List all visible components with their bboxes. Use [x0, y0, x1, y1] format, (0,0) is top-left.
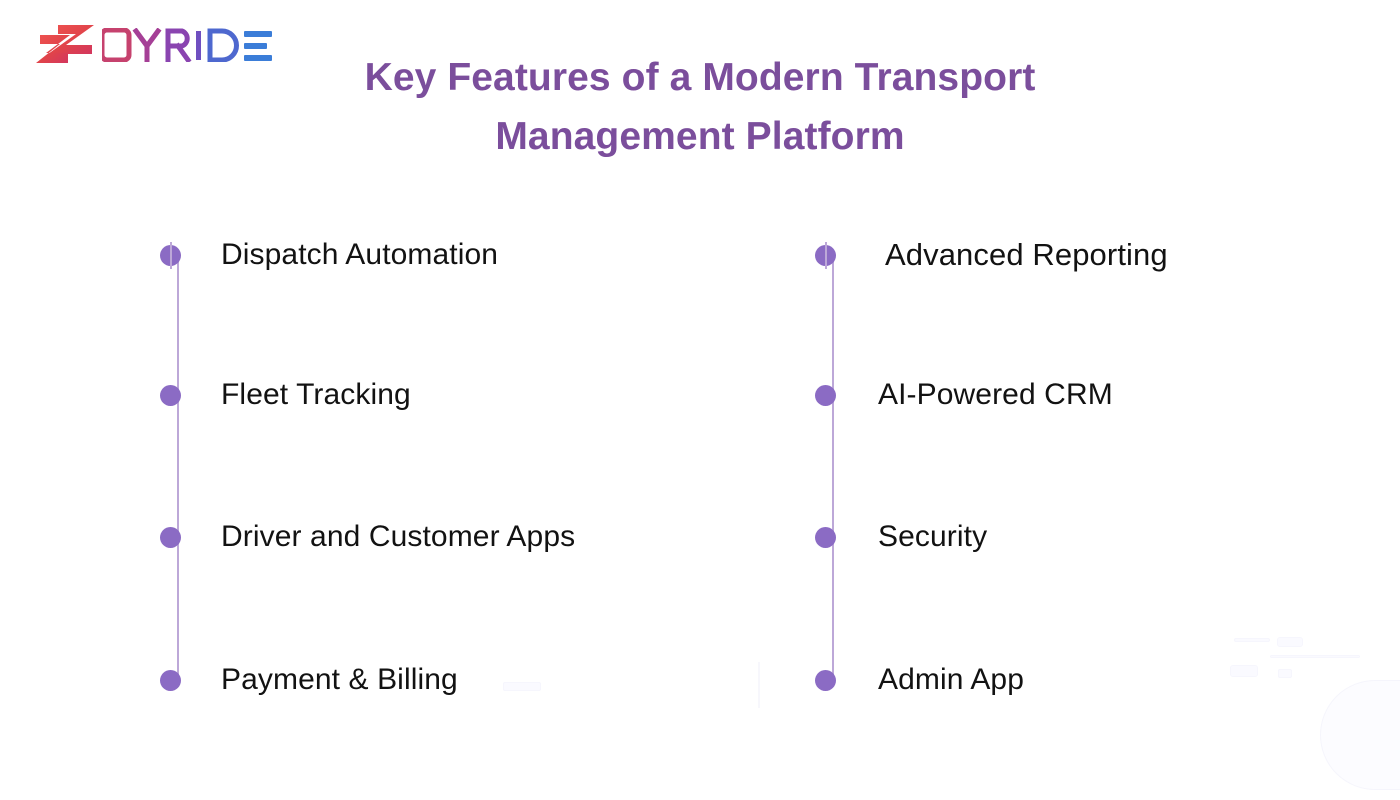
brand-wordmark-letters	[102, 28, 272, 62]
decor-rect-c	[1278, 669, 1292, 678]
bullet-dot-icon	[815, 241, 836, 269]
feature-item-dispatch-automation[interactable]: Dispatch Automation	[160, 235, 498, 275]
feature-item-label: Admin App	[878, 663, 1024, 696]
decor-rect-f	[1234, 638, 1270, 642]
brand-wordmark	[102, 28, 272, 62]
timeline-track-right	[832, 255, 834, 685]
feature-item-admin-app[interactable]: Admin App	[815, 660, 1024, 700]
bullet-dot-icon	[160, 384, 181, 406]
page-title: Key Features of a Modern Transport Manag…	[330, 48, 1070, 167]
page-title-line-1: Key Features of a Modern Transport	[364, 56, 1036, 99]
decor-rect-e	[503, 682, 541, 691]
bullet-dot-icon	[160, 241, 181, 269]
feature-item-label: Security	[878, 520, 988, 553]
feature-item-label: Dispatch Automation	[221, 238, 499, 271]
bullet-dot-icon	[815, 669, 836, 691]
feature-item-label: Driver and Customer Apps	[221, 520, 576, 553]
feature-item-fleet-tracking[interactable]: Fleet Tracking	[160, 375, 411, 415]
bullet-dot-icon	[160, 526, 181, 548]
feature-item-ai-powered-crm[interactable]: AI-Powered CRM	[815, 375, 1113, 415]
feature-item-label: Fleet Tracking	[221, 378, 411, 411]
brand-logo[interactable]	[36, 20, 272, 70]
feature-item-payment-and-billing[interactable]: Payment & Billing	[160, 660, 458, 700]
feature-item-label: AI-Powered CRM	[878, 378, 1113, 411]
decor-rect-d	[1270, 655, 1360, 658]
double-z-mark-icon	[36, 25, 94, 63]
feature-item-advanced-reporting[interactable]: Advanced Reporting	[815, 235, 1168, 275]
timeline-track-left	[177, 255, 179, 685]
feature-item-driver-and-customer-apps[interactable]: Driver and Customer Apps	[160, 517, 575, 557]
decor-rect-b	[1277, 637, 1303, 647]
bullet-dot-icon	[815, 526, 836, 548]
decor-divider	[758, 662, 760, 708]
feature-item-security[interactable]: Security	[815, 517, 987, 557]
bullet-dot-icon	[160, 669, 181, 691]
decor-cloud-right	[1320, 680, 1400, 790]
bullet-dot-icon	[815, 384, 836, 406]
decor-rect-a	[1230, 665, 1258, 677]
feature-item-label: Advanced Reporting	[885, 237, 1168, 272]
feature-item-label: Payment & Billing	[221, 663, 458, 696]
page-title-line-2: Management Platform	[495, 115, 905, 159]
